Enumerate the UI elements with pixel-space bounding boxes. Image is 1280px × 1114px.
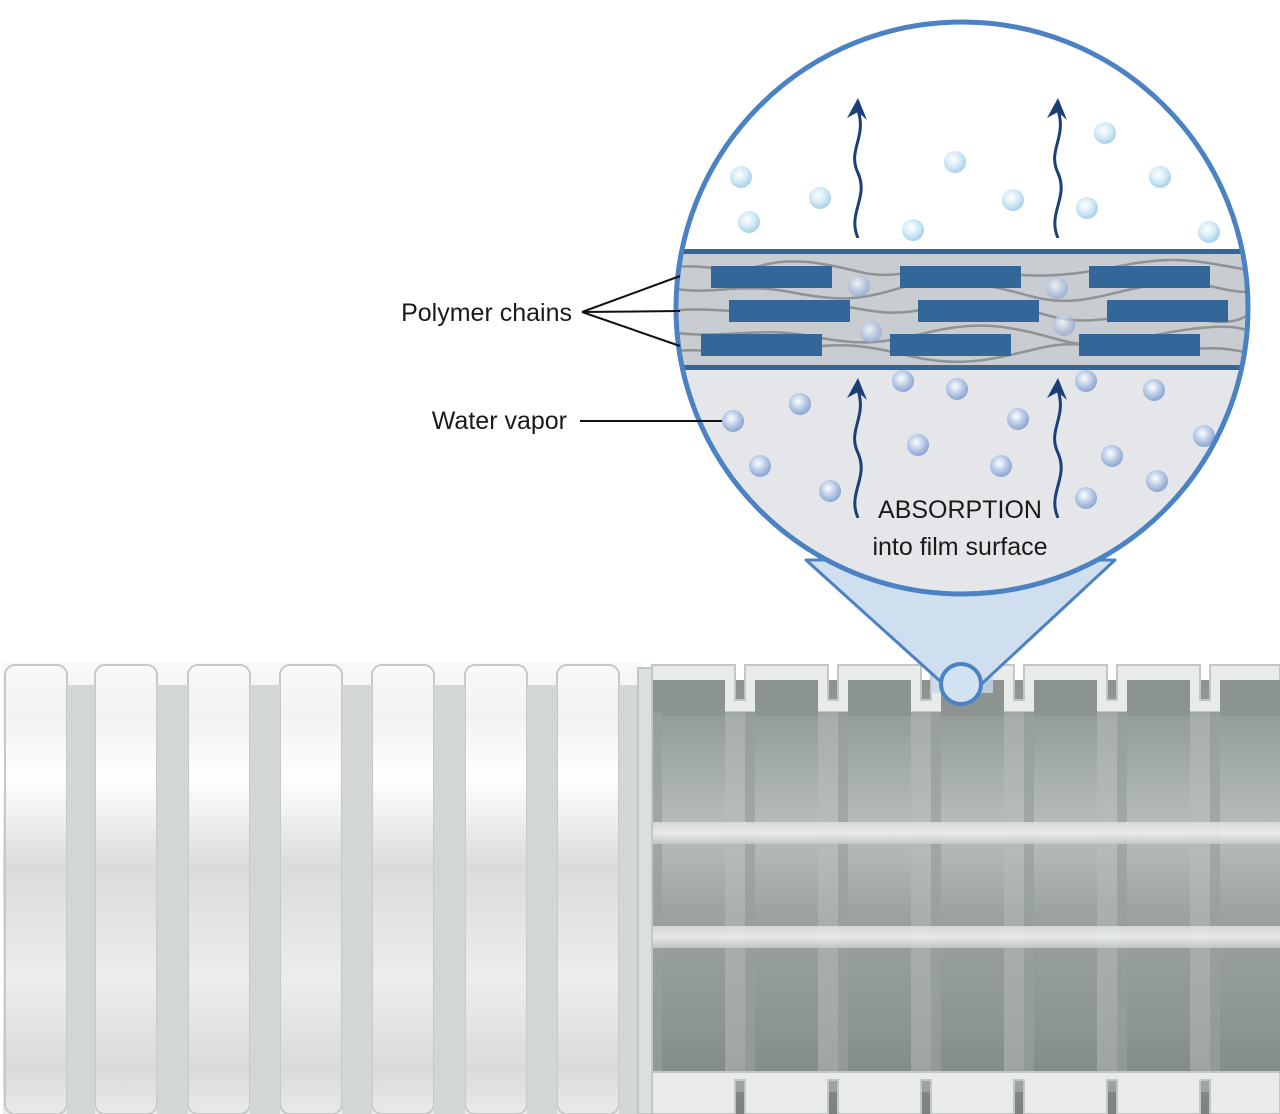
water-molecules-outside [730, 122, 1220, 243]
polymer-chains-callout: Polymer chains [401, 275, 681, 347]
polymer-chains-label: Polymer chains [401, 299, 572, 327]
water-vapor-label: Water vapor [432, 407, 567, 435]
corrugated-tube [3, 662, 1280, 1114]
magnifier-focus-ring [939, 662, 983, 706]
magnifier-lens: ABSORPTION into film surface [673, 19, 1251, 597]
water-molecules-interior [722, 370, 1215, 509]
polymer-film-layer [676, 249, 1248, 370]
tube-opaque-section [3, 662, 643, 1114]
water-vapor-callout: Water vapor [432, 407, 722, 435]
absorption-label-line1: ABSORPTION [878, 496, 1042, 524]
absorption-label-line2: into film surface [872, 533, 1047, 561]
tube-cutaway-section [637, 664, 1280, 1114]
